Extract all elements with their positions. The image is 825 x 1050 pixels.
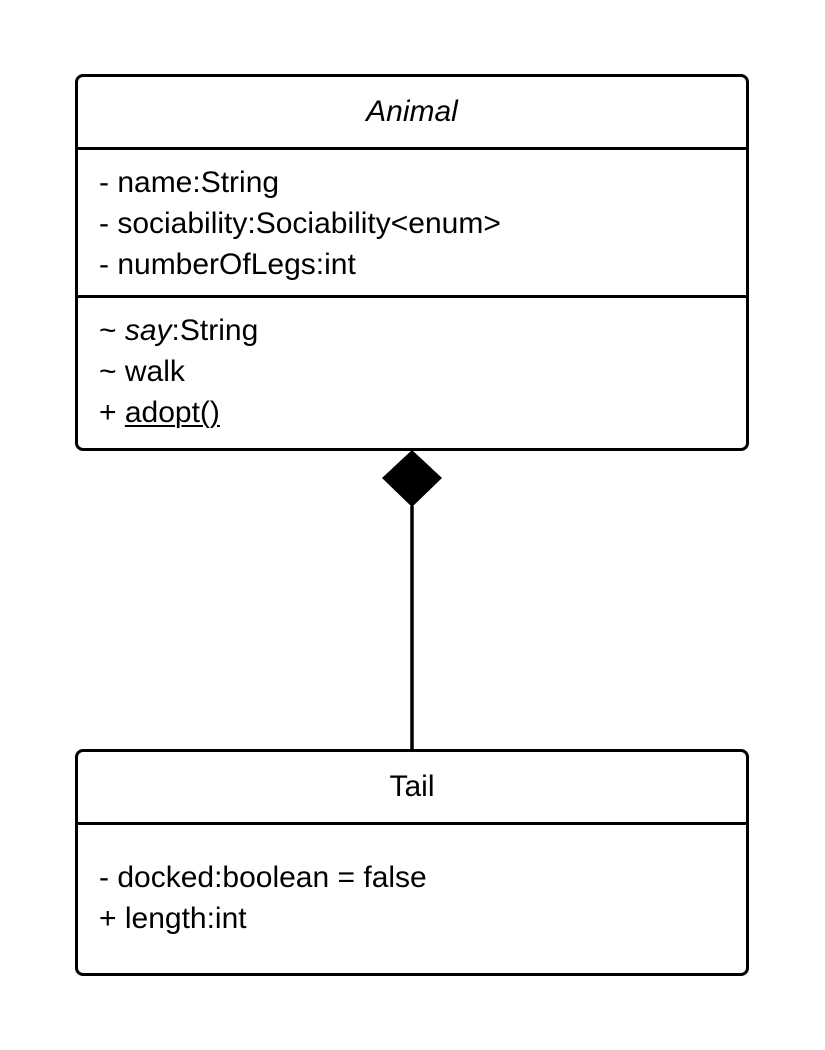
animal-operations-compartment: ~ say:String ~ walk + adopt(): [78, 298, 746, 433]
tail-attribute-length: + length:int: [99, 902, 247, 935]
tail-attributes-compartment: - docked:boolean = false + length:int: [78, 825, 746, 939]
tail-class-name: Tail: [78, 752, 746, 825]
animal-class-name: Animal: [78, 77, 746, 150]
animal-attributes-compartment: - name:String - sociability:Sociability<…: [78, 150, 746, 298]
animal-attribute-sociability: - sociability:Sociability<enum>: [99, 207, 501, 240]
operation-name: say: [124, 314, 172, 347]
operation-visibility: ~: [99, 355, 125, 388]
tail-class-box[interactable]: Tail - docked:boolean = false + length:i…: [75, 749, 749, 976]
tail-attribute-docked: - docked:boolean = false: [99, 861, 427, 894]
animal-operation-adopt: + adopt(): [99, 392, 746, 433]
animal-class-box[interactable]: Animal - name:String - sociability:Socia…: [75, 74, 749, 451]
operation-visibility: ~: [99, 314, 125, 347]
operation-return-type: :String: [171, 314, 259, 347]
animal-attribute-name: - name:String: [99, 166, 280, 199]
operation-visibility: +: [99, 396, 125, 429]
animal-operation-say: ~ say:String: [99, 310, 746, 351]
operation-name: adopt(): [124, 396, 220, 429]
operation-name: walk: [124, 355, 185, 388]
animal-operation-walk: ~ walk: [99, 351, 746, 392]
animal-attribute-number-of-legs: - numberOfLegs:int: [99, 248, 356, 281]
composition-diamond-icon: [382, 450, 442, 507]
